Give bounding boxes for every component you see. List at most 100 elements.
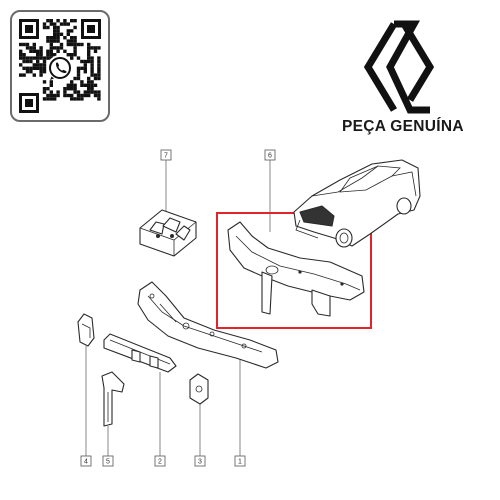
qr-module: [90, 66, 94, 70]
qr-module: [70, 93, 74, 98]
qr-module: [66, 29, 70, 33]
qr-module: [59, 22, 64, 26]
qr-module: [70, 80, 74, 84]
qr-module: [80, 42, 84, 47]
qr-module: [46, 53, 50, 57]
qr-module: [70, 39, 74, 43]
qr-module: [63, 22, 67, 26]
qr-module: [87, 59, 91, 64]
qr-module: [73, 87, 77, 91]
qr-module: [97, 56, 101, 60]
qr-module: [46, 36, 50, 40]
qr-module: [63, 36, 67, 40]
part-6-upper-crossmember: [227, 160, 365, 317]
qr-module: [73, 25, 77, 30]
qr-module: [39, 56, 43, 60]
qr-module: [90, 70, 94, 74]
qr-module: [83, 66, 87, 70]
qr-module: [39, 53, 43, 57]
qr-module: [70, 87, 74, 91]
vehicle-illustration: [293, 159, 421, 248]
qr-module: [46, 25, 50, 30]
qr-module: [19, 56, 23, 60]
qr-module: [42, 56, 47, 60]
qr-module: [87, 42, 91, 47]
qr-module: [93, 73, 98, 77]
qr-module: [42, 70, 47, 74]
qr-module: [22, 59, 26, 64]
renault-diamond-logo: [363, 20, 435, 114]
qr-module: [42, 87, 47, 91]
qr-module: [63, 93, 67, 98]
qr-module: [97, 63, 101, 67]
qr-module: [49, 39, 53, 43]
qr-module: [56, 90, 60, 94]
qr-module: [29, 46, 33, 50]
qr-module: [76, 42, 81, 47]
qr-module: [80, 83, 84, 87]
qr-module: [42, 66, 47, 70]
qr-module: [70, 83, 74, 87]
qr-module: [49, 36, 53, 40]
brand-tagline: PEÇA GENUÍNA: [342, 118, 464, 135]
qr-module: [93, 93, 98, 98]
qr-module: [97, 73, 101, 77]
svg-text:7: 7: [164, 153, 168, 160]
qr-module: [80, 66, 84, 70]
qr-module: [53, 22, 57, 26]
callout-2: 2: [154, 455, 166, 467]
qr-module: [76, 90, 81, 94]
qr-module: [80, 80, 84, 84]
qr-module: [93, 83, 98, 87]
qr-module: [76, 70, 81, 74]
qr-module: [66, 83, 70, 87]
callout-5: 5: [102, 455, 114, 467]
callout-3: 3: [194, 455, 206, 467]
qr-module: [42, 25, 47, 30]
whatsapp-icon: [47, 55, 73, 81]
qr-module: [80, 59, 84, 64]
qr-module: [63, 19, 67, 23]
qr-module: [53, 36, 57, 40]
qr-module: [53, 53, 57, 57]
qr-module: [87, 56, 91, 60]
svg-text:4: 4: [84, 459, 88, 466]
part-1-lower-crossmember: [137, 281, 279, 456]
qr-module: [63, 87, 67, 91]
qr-module: [90, 63, 94, 67]
qr-module: [19, 53, 23, 57]
qr-module: [93, 90, 98, 94]
qr-module: [29, 56, 33, 60]
qr-module: [46, 87, 50, 91]
qr-module: [56, 49, 60, 53]
qr-module: [83, 93, 87, 98]
qr-finder-patterns: [19, 19, 101, 113]
qr-module: [59, 32, 64, 36]
qr-module: [39, 63, 43, 67]
qr-module: [63, 90, 67, 94]
qr-module: [73, 46, 77, 50]
qr-module: [49, 42, 53, 47]
qr-module: [59, 46, 64, 50]
qr-module: [29, 49, 33, 53]
qr-module: [22, 73, 26, 77]
qr-module: [93, 46, 98, 50]
part-7-bracket-kit: [139, 160, 197, 257]
qr-module: [90, 80, 94, 84]
qr-module: [53, 29, 57, 33]
qr-module: [66, 32, 70, 36]
qr-module: [56, 93, 60, 98]
qr-module: [73, 39, 77, 43]
qr-module: [46, 93, 50, 98]
qr-module: [49, 53, 53, 57]
callout-4: 4: [80, 455, 92, 467]
svg-text:3: 3: [198, 459, 202, 466]
qr-module: [70, 19, 74, 23]
callout-6: 6: [264, 149, 276, 161]
qr-module: [59, 42, 64, 47]
qr-module: [32, 56, 36, 60]
qr-module: [19, 73, 23, 77]
qr-module: [22, 42, 26, 47]
qr-module: [53, 93, 57, 98]
qr-module: [22, 66, 26, 70]
